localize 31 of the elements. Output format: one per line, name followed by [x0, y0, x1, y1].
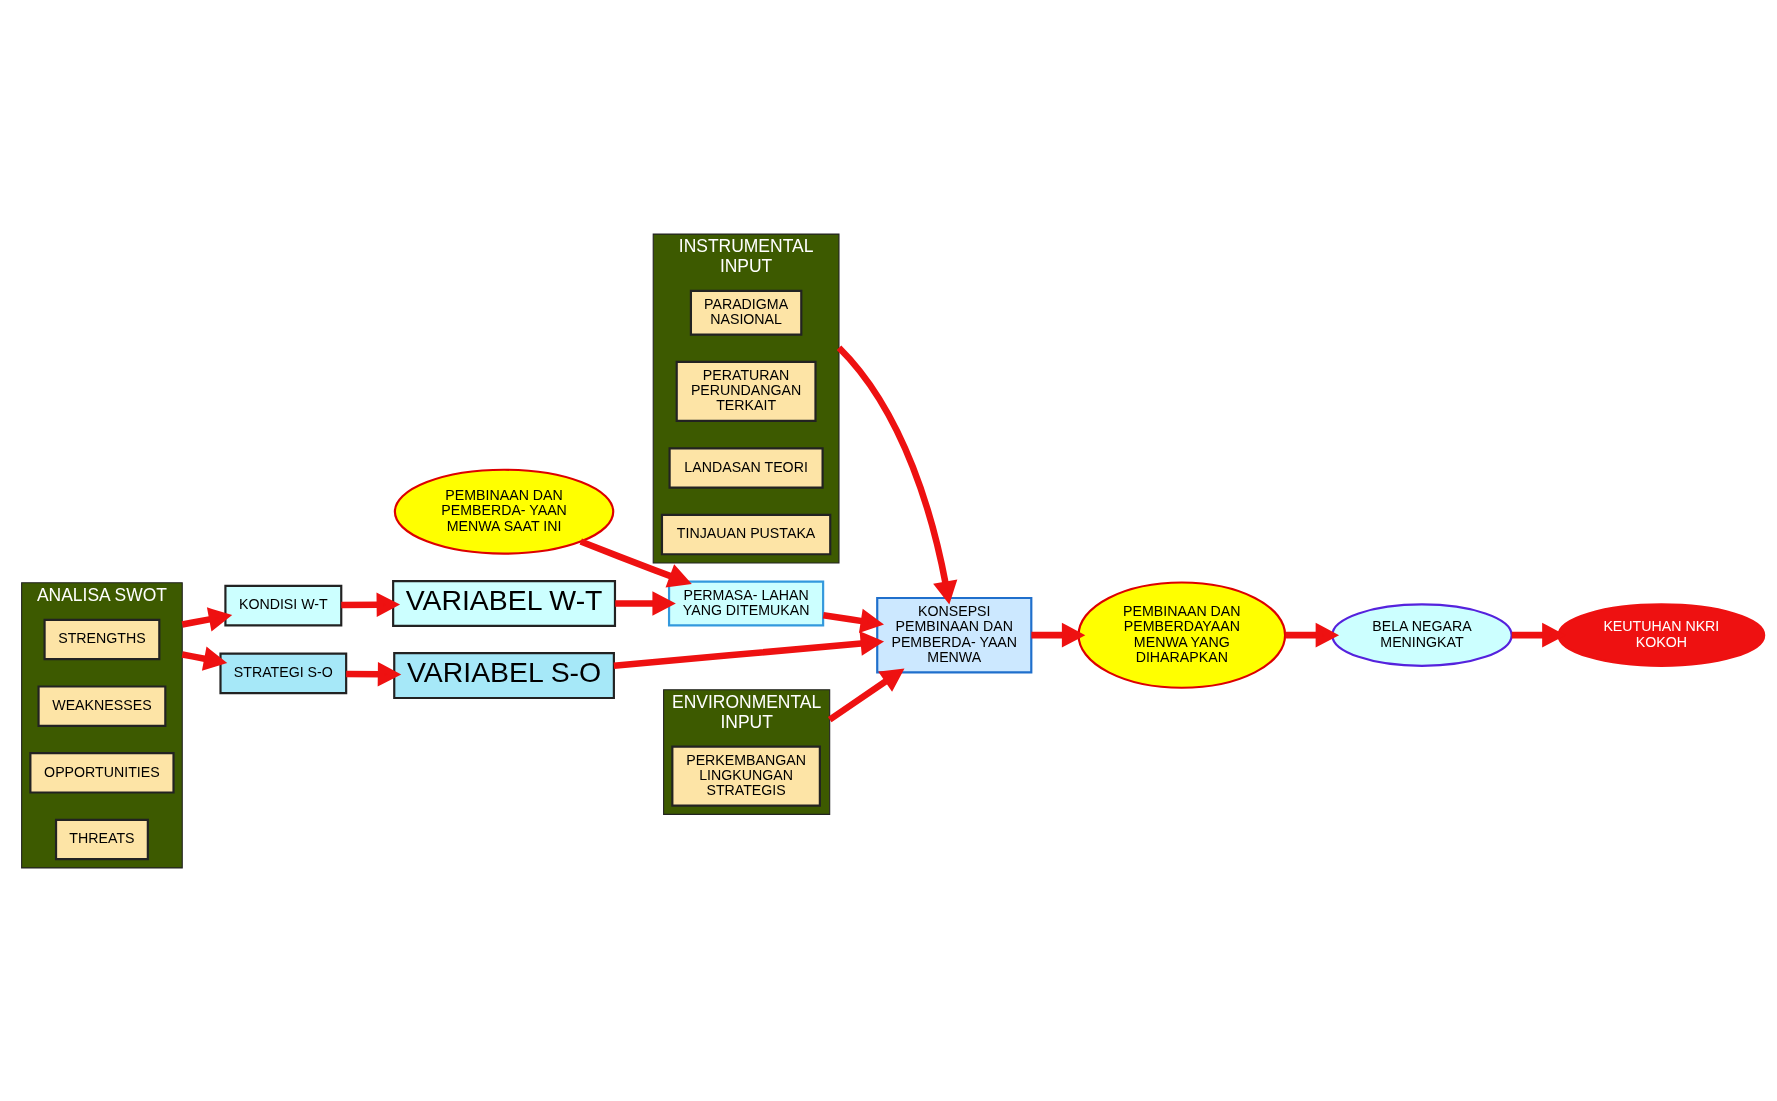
arrow: [613, 630, 885, 669]
arrow: [836, 345, 958, 605]
node-box: LANDASAN TEORI: [668, 446, 824, 489]
node-box: STRENGTHS: [43, 618, 161, 660]
node-box: TINJAUAN PUSTAKA: [660, 513, 832, 555]
arrow: [615, 590, 676, 616]
arrow: [346, 661, 402, 687]
arrow: [1031, 622, 1086, 647]
node-box: PERATURAN PERUNDANGAN TERKAIT: [675, 360, 817, 422]
node-box: PERMASA- LAHAN YANG DITEMUKAN: [667, 580, 825, 626]
arrow: [579, 538, 692, 587]
node-box: KONDISI W-T: [224, 584, 343, 626]
node-ellipse: BELA NEGARA MENINGKAT: [1331, 602, 1513, 667]
arrow: [341, 591, 401, 617]
node-box: WEAKNESSES: [37, 684, 167, 727]
node-box: PARADIGMA NASIONAL: [689, 289, 803, 336]
node-box: OPPORTUNITIES: [29, 751, 175, 794]
node-box: VARIABEL W-T: [392, 579, 617, 627]
arrow: [822, 608, 884, 633]
arrow: [1285, 622, 1340, 647]
node-ellipse: PEMBINAAN DAN PEMBERDA- YAAN MENWA SAAT INI: [393, 468, 615, 555]
node-ellipse: KEUTUHAN NKRI KOKOH: [1557, 602, 1766, 667]
node-box: STRATEGI S-O: [219, 652, 348, 694]
node-ellipse: PEMBINAAN DAN PEMBERDAYAAN MENWA YANG DIHARAPKAN: [1077, 580, 1287, 689]
arrow: [181, 606, 233, 632]
node-box: PERKEMBANGAN LINGKUNGAN STRATEGIS: [671, 745, 821, 807]
node-box: VARIABEL S-O: [393, 651, 615, 699]
node-box: KONSEPSI PEMBINAAN DAN PEMBERDA- YAAN MENWA: [876, 596, 1033, 673]
node-box: THREATS: [54, 818, 149, 860]
arrow: [827, 667, 905, 722]
arrow: [181, 646, 228, 671]
